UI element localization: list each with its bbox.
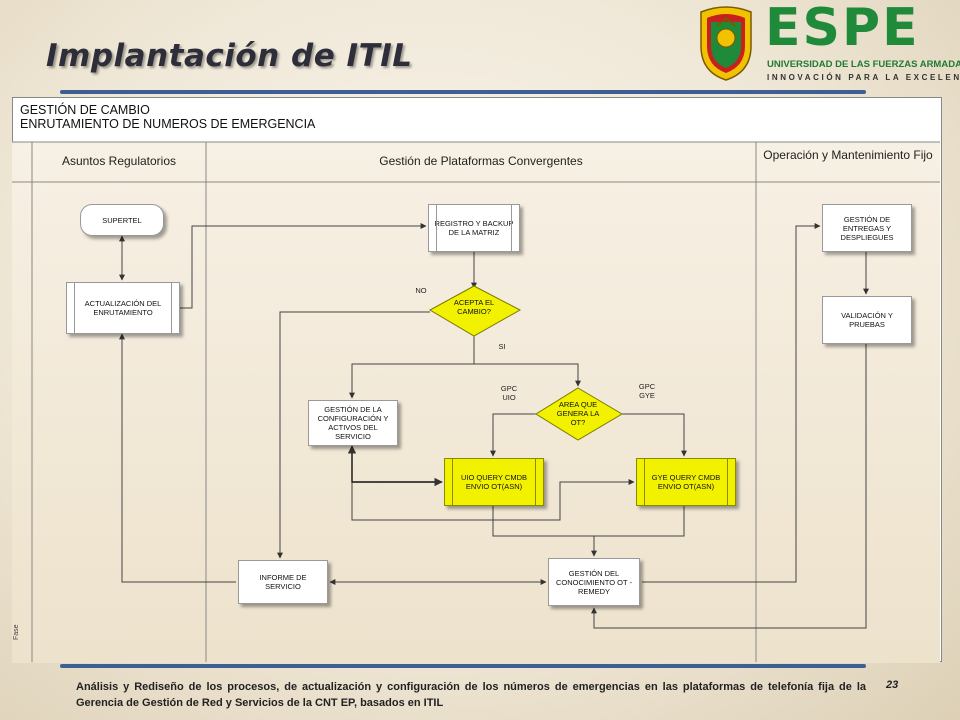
node-supertel: SUPERTEL <box>80 204 164 236</box>
slide-footer: Análisis y Rediseño de los procesos, de … <box>76 681 866 709</box>
node-conocimiento: GESTIÓN DEL CONOCIMIENTO OT - REMEDY <box>548 558 640 606</box>
edge-label-si: SI <box>498 342 506 351</box>
node-gye: GYE QUERY CMDB ENVIO OT(ASN) <box>636 458 736 506</box>
university-seal-icon <box>700 6 752 81</box>
node-actualizacion: ACTUALIZACIÓN DEL ENRUTAMIENTO <box>66 282 180 334</box>
edge-acepta-si-config <box>349 363 474 399</box>
header-divider <box>60 90 866 94</box>
edge-validacion-conocimiento <box>591 344 867 629</box>
edge-conocimiento-entregas <box>642 223 821 583</box>
lane-title-operacion: Operación y Mantenimiento Fijo <box>763 148 933 162</box>
edge-config-uio <box>347 445 443 487</box>
edge-config-gye <box>351 479 635 521</box>
node-acepta-label: ACEPTA EL CAMBIO? <box>453 298 495 316</box>
espe-logo: ESPE UNIVERSIDAD DE LAS FUERZAS ARMADAS … <box>693 0 960 84</box>
phase-label: Fase <box>13 624 20 640</box>
node-entregas: GESTIÓN DE ENTREGAS Y DESPLIEGUES <box>822 204 912 252</box>
lane-title-asuntos: Asuntos Regulatorios <box>61 154 177 168</box>
edge-acepta-no-informe <box>277 311 430 559</box>
diagram-title-line2: ENRUTAMIENTO DE NUMEROS DE EMERGENCIA <box>20 117 316 131</box>
edge-actualizacion-registro <box>180 223 427 309</box>
edge-informe-actualizacion <box>119 333 236 583</box>
edge-area-gye <box>622 413 687 457</box>
edge-acepta-si-area <box>473 336 581 387</box>
decision-area-shape <box>535 387 623 441</box>
slide-title: Implantación de ITIL <box>46 38 413 74</box>
edge-label-no: NO <box>415 286 427 295</box>
university-motto: INNOVACIÓN PARA LA EXCELENCIA <box>767 73 960 82</box>
node-uio: UIO QUERY CMDB ENVIO OT(ASN) <box>444 458 544 506</box>
node-validacion: VALIDACIÓN Y PRUEBAS <box>822 296 912 344</box>
node-informe: INFORME DE SERVICIO <box>238 560 328 604</box>
university-name: UNIVERSIDAD DE LAS FUERZAS ARMADAS <box>767 59 960 70</box>
node-gestion-config: GESTIÓN DE LA CONFIGURACIÓN Y ACTIVOS DE… <box>308 400 398 446</box>
diagram-title-line1: GESTIÓN DE CAMBIO <box>20 103 150 117</box>
edge-uio-gye-merge <box>492 506 685 537</box>
edge-label-gpc-gye: GPC GYE <box>638 382 656 400</box>
decision-acepta-shape <box>428 285 522 337</box>
node-area-label: AREA QUE GENERA LA OT? <box>556 400 600 427</box>
diagram-title: GESTIÓN DE CAMBIO ENRUTAMIENTO DE NUMERO… <box>20 103 315 131</box>
espe-wordmark: ESPE <box>765 0 920 58</box>
page-number: 23 <box>886 679 899 691</box>
edge-label-gpc-uio: GPC UIO <box>500 384 518 402</box>
footer-divider <box>60 664 866 668</box>
edge-area-uio <box>490 413 536 457</box>
lane-title-plataformas: Gestión de Plataformas Convergentes <box>379 154 583 168</box>
node-registro: REGISTRO Y BACKUP DE LA MATRIZ <box>428 204 520 252</box>
